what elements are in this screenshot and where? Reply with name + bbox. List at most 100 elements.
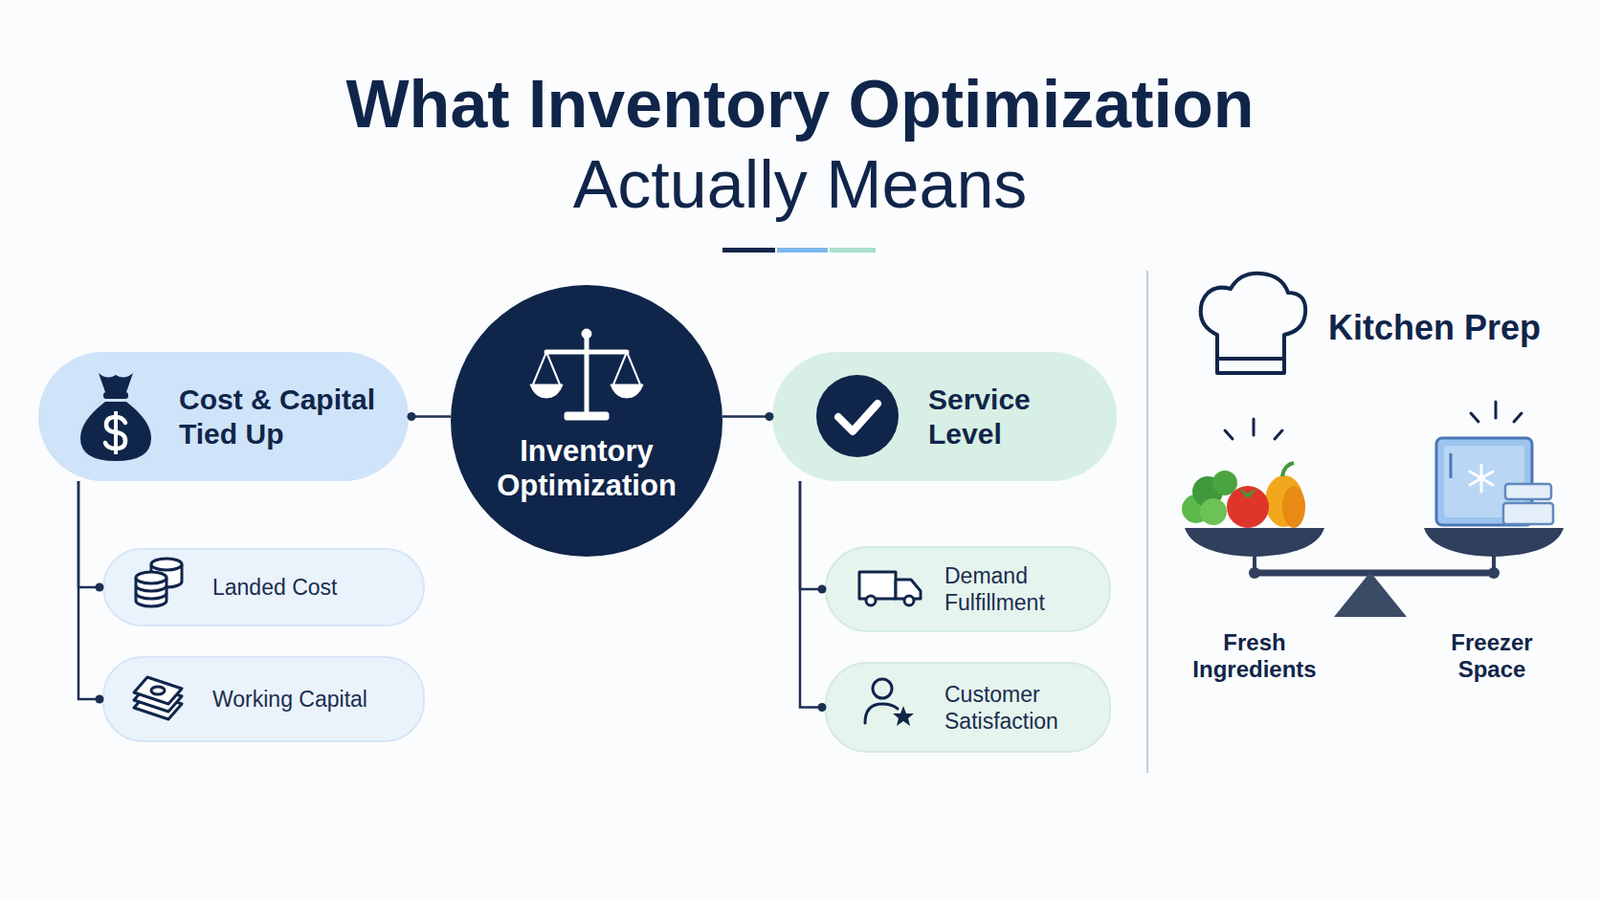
scale-knob: [581, 329, 592, 339]
node-text-group: Demand Fulfillment: [944, 562, 1079, 617]
accent-segment: [777, 247, 828, 253]
truck-cargo: [859, 572, 896, 600]
truck-cab: [895, 579, 921, 600]
freezer-icon: [1436, 438, 1554, 526]
category-pill: Service Level: [772, 352, 1117, 482]
check-icon: [816, 375, 899, 458]
bag-tie: [103, 392, 129, 400]
coin-stack: [151, 564, 182, 588]
food-container: [1505, 484, 1552, 500]
panel-heading: Kitchen Prep: [1328, 308, 1578, 349]
snowflake-arm: [1480, 465, 1484, 492]
node-label: Customer Satisfaction: [944, 681, 1079, 735]
lettuce-leaf: [1212, 470, 1238, 496]
pepper-stem: [1282, 463, 1294, 477]
category-pill: Cost & Capital Tied Up: [38, 352, 409, 482]
core-circle: Inventory Optimization: [450, 285, 723, 557]
pepper-body: [1265, 475, 1304, 528]
scale-caption: Fresh Ingredients: [1173, 629, 1336, 684]
connector-dot: [818, 703, 827, 712]
node-text-group: Service Level: [928, 382, 1053, 452]
scale-base: [564, 412, 609, 421]
burst-line: [1494, 401, 1498, 419]
chef-hat-icon: [1200, 273, 1306, 374]
node-text-group: Landed Cost: [212, 574, 414, 601]
truck-wheel: [904, 596, 914, 606]
tomato-leaf: [1238, 488, 1258, 498]
connector-line: [722, 415, 773, 419]
hat-band: [1217, 356, 1285, 361]
truck-wheel: [866, 596, 876, 606]
node-label: Cost & Capital Tied Up: [178, 382, 404, 452]
scale-pan: [1423, 528, 1564, 557]
rating-star: [892, 706, 914, 727]
burst-line: [1513, 413, 1522, 423]
lettuce-leaf: [1181, 494, 1211, 524]
tomato: [1226, 486, 1269, 529]
diagram-title: What Inventory Optimization Actually Mea…: [321, 64, 1279, 225]
burst-lines: [1224, 401, 1522, 440]
snowflake: [1469, 465, 1493, 492]
truck-icon: [859, 572, 921, 606]
accent-segment: [829, 247, 876, 253]
node-label: Service Level: [928, 382, 1053, 452]
snowflake-arm: [1469, 471, 1493, 486]
connector-line: [78, 481, 103, 588]
hat-outline: [1200, 273, 1306, 374]
burst-line: [1470, 413, 1479, 423]
connector-dot: [95, 695, 105, 705]
node-text-group: Working Capital: [212, 686, 414, 713]
coin-ridge: [135, 585, 167, 600]
bill: [133, 677, 182, 705]
scale-post: [584, 336, 590, 414]
bill: [133, 685, 182, 712]
freezer-handle: [1449, 453, 1453, 479]
scale-string: [533, 352, 641, 385]
vegetables-icon: [1181, 463, 1306, 529]
circle-fill: [450, 285, 723, 557]
title-host: What Inventory Optimization Actually Mea…: [0, 64, 1600, 225]
cash-icon: [133, 677, 182, 720]
connector-line: [800, 481, 825, 709]
burst-line: [1252, 419, 1256, 436]
scale-caption: Freezer Space: [1434, 629, 1550, 684]
connector-line: [78, 481, 103, 700]
node-label: Demand Fulfillment: [944, 562, 1079, 617]
circle-outline: [450, 285, 723, 557]
bag-tuft: [98, 373, 134, 393]
dollar-sign: [105, 417, 126, 449]
coins-icon: [135, 558, 182, 607]
lettuce-leaf: [1200, 498, 1227, 526]
snowflake-arm: [1469, 471, 1493, 486]
scale-pan: [530, 384, 563, 399]
factor-pill: Landed Cost: [102, 548, 425, 627]
bill: [133, 692, 182, 720]
freezer-door: [1444, 445, 1525, 518]
bag-body: [80, 401, 152, 462]
node-label: Landed Cost: [212, 574, 414, 601]
scale-pan: [1184, 528, 1325, 557]
money-bag-icon: [80, 373, 152, 462]
lettuce-leaf: [1192, 476, 1223, 508]
food-container: [1503, 503, 1554, 525]
scale-fulcrum: [1333, 572, 1407, 618]
node-text-group: Cost & Capital Tied Up: [178, 382, 404, 452]
connector-dot: [407, 412, 417, 422]
connector-dot: [95, 583, 105, 593]
beam-end: [1488, 567, 1500, 579]
panel-divider: [1146, 270, 1149, 774]
burst-line: [1224, 430, 1233, 440]
connector-dot: [765, 412, 775, 422]
node-text-group: Customer Satisfaction: [944, 681, 1079, 735]
check-mark: [838, 403, 878, 432]
node-label: Working Capital: [212, 686, 414, 713]
scale-beam: [1252, 570, 1496, 578]
freezer-body: [1436, 438, 1533, 526]
pan-stem: [1491, 553, 1496, 574]
scale-icon: [530, 329, 644, 421]
node-text-group: Inventory Optimization: [486, 434, 688, 504]
burst-line: [1274, 430, 1283, 440]
coin-stack: [135, 577, 167, 607]
connector-line: [408, 415, 451, 419]
connector-line: [800, 481, 825, 590]
